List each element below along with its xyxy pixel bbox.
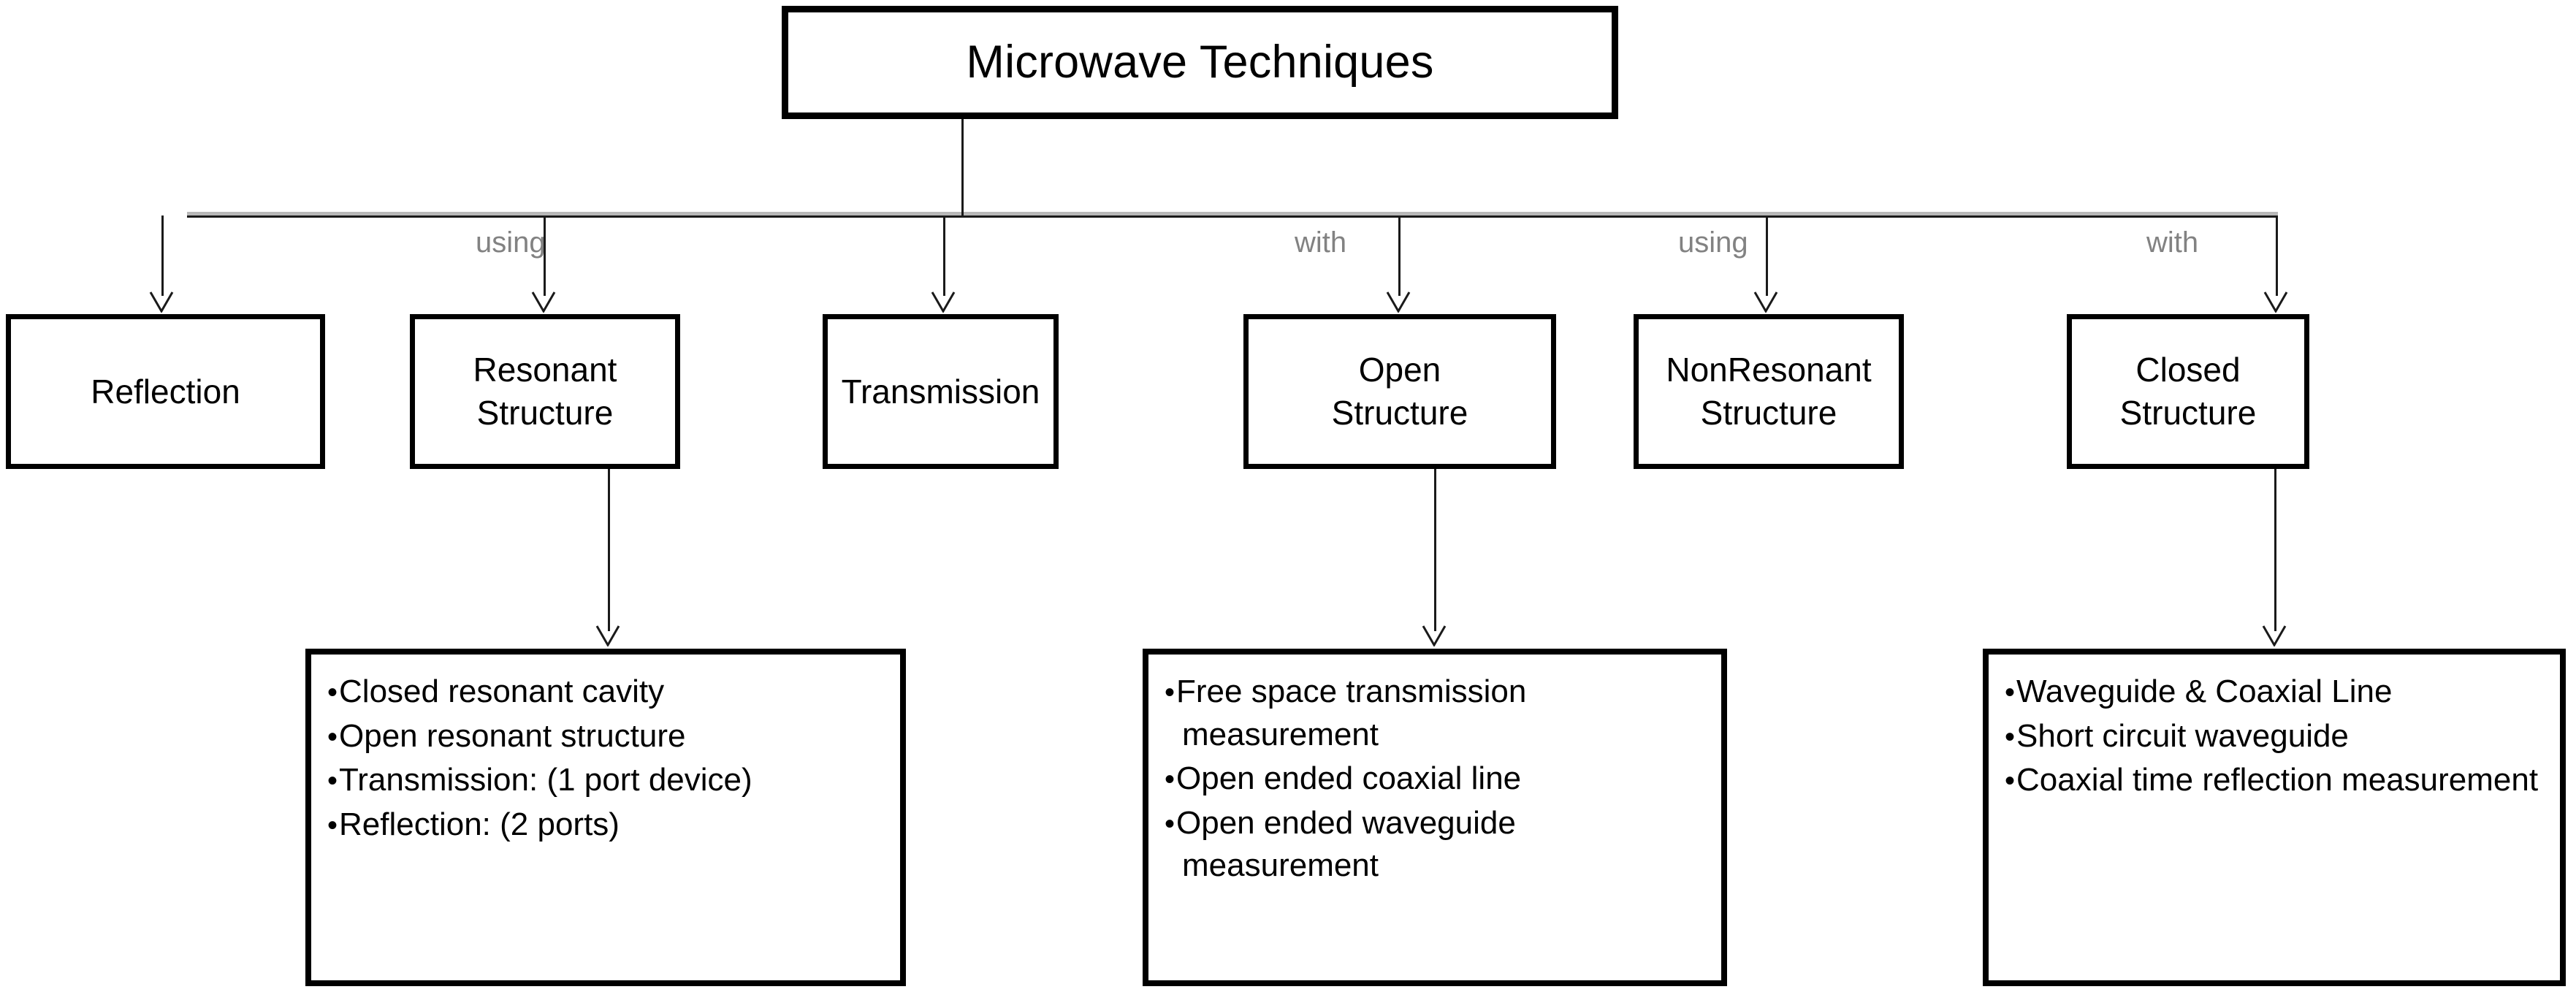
list-item: Open resonant structure — [327, 715, 888, 758]
arrowhead-resonant — [531, 291, 556, 313]
detail-list: Free space transmission measurement Open… — [1165, 671, 1710, 888]
list-item: Short circuit waveguide — [2005, 715, 2548, 758]
connector-bus-to-nonresonant — [1766, 215, 1768, 296]
arrowhead-transmission — [931, 291, 956, 313]
list-item: Open ended coaxial line — [1165, 758, 1710, 801]
node-reflection[interactable]: Reflection — [6, 314, 325, 469]
arrowhead-open-details — [1422, 625, 1447, 646]
list-item: Coaxial time reflection measurement — [2005, 759, 2548, 802]
detail-list: Closed resonant cavity Open resonant str… — [327, 671, 888, 846]
list-item: Reflection: (2 ports) — [327, 804, 888, 847]
arrowhead-closed — [2263, 291, 2288, 313]
arrowhead-resonant-details — [595, 625, 620, 646]
connector-bus-to-resonant — [544, 215, 546, 296]
detail-box-resonant-structure[interactable]: Closed resonant cavity Open resonant str… — [305, 649, 906, 986]
connector-root-stem — [961, 119, 964, 216]
connector-distribution-bus — [187, 215, 2278, 218]
edge-label-using-resonant: using — [476, 226, 546, 259]
list-item: Open ended waveguide measurement — [1165, 802, 1710, 888]
node-label: Open Structure — [1331, 351, 1468, 432]
connector-bus-to-closed — [2276, 215, 2278, 296]
node-label: Resonant Structure — [473, 351, 617, 432]
connector-resonant-to-details — [608, 469, 610, 631]
detail-list: Waveguide & Coaxial Line Short circuit w… — [2005, 671, 2548, 802]
connector-bus-to-reflection — [161, 215, 164, 296]
connector-closed-to-details — [2274, 469, 2276, 631]
arrowhead-reflection — [149, 291, 174, 313]
arrowhead-closed-details — [2262, 625, 2287, 646]
arrowhead-nonresonant — [1753, 291, 1778, 313]
edge-label-using-nonresonant: using — [1678, 226, 1748, 259]
detail-box-closed-structure[interactable]: Waveguide & Coaxial Line Short circuit w… — [1983, 649, 2566, 986]
bus-shadow — [187, 212, 2278, 215]
node-label: Closed Structure — [2119, 351, 2257, 432]
node-label: Microwave Techniques — [966, 37, 1434, 88]
node-label: Transmission — [841, 372, 1040, 411]
node-closed-structure[interactable]: Closed Structure — [2067, 314, 2309, 469]
connector-open-to-details — [1434, 469, 1436, 631]
node-microwave-techniques[interactable]: Microwave Techniques — [782, 6, 1618, 119]
arrowhead-open — [1386, 291, 1411, 313]
detail-box-open-structure[interactable]: Free space transmission measurement Open… — [1143, 649, 1727, 986]
edge-label-with-closed: with — [2146, 226, 2199, 259]
list-item: Closed resonant cavity — [327, 671, 888, 714]
node-resonant-structure[interactable]: Resonant Structure — [410, 314, 680, 469]
node-label: Reflection — [91, 372, 240, 411]
list-item: Transmission: (1 port device) — [327, 759, 888, 802]
list-item: Waveguide & Coaxial Line — [2005, 671, 2548, 714]
node-open-structure[interactable]: Open Structure — [1243, 314, 1556, 469]
list-item: Free space transmission measurement — [1165, 671, 1710, 756]
node-nonresonant-structure[interactable]: NonResonant Structure — [1634, 314, 1904, 469]
connector-bus-to-transmission — [943, 215, 945, 296]
node-label: NonResonant Structure — [1666, 351, 1872, 432]
node-transmission[interactable]: Transmission — [823, 314, 1059, 469]
connector-bus-to-open — [1398, 215, 1401, 296]
edge-label-with-open: with — [1295, 226, 1347, 259]
